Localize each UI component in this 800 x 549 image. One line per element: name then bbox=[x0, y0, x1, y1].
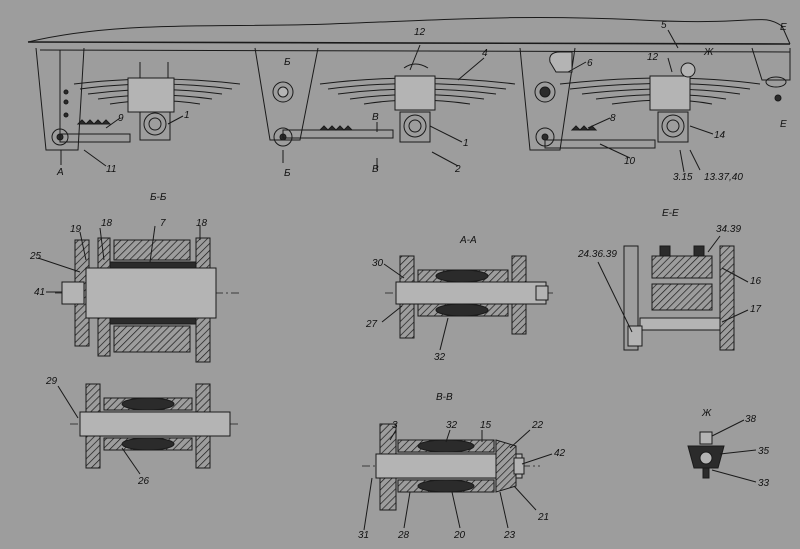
cut-mark-b-top: Б bbox=[284, 57, 291, 68]
cut-mark-e-bottom: Е bbox=[780, 119, 787, 130]
label-6: 6 bbox=[587, 58, 593, 69]
vv-label-15: 15 bbox=[480, 420, 492, 431]
bracket-mid-right bbox=[519, 47, 576, 151]
bb-label-25: 25 bbox=[29, 251, 42, 262]
zh-label-35: 35 bbox=[758, 446, 770, 457]
bb-label-18-right: 18 bbox=[196, 218, 208, 229]
cut-mark-v-top: В bbox=[372, 112, 379, 123]
leaf-spring-center bbox=[319, 63, 516, 143]
zh-label-38: 38 bbox=[745, 414, 757, 425]
cut-mark-e-top: Е bbox=[780, 22, 787, 33]
ee-label-24-36-39: 24.36.39 bbox=[577, 249, 617, 260]
ee-label-34-39: 34.39 bbox=[716, 224, 741, 235]
vv-label-23: 23 bbox=[503, 530, 516, 541]
leaf-spring-right bbox=[559, 62, 761, 143]
ee-upper-block bbox=[651, 255, 713, 279]
leaf-spring-left bbox=[73, 62, 241, 141]
ll-label-29: 29 bbox=[45, 376, 58, 387]
section-ee-title: Е-Е bbox=[662, 208, 679, 219]
label-2: 2 bbox=[454, 164, 461, 175]
cut-mark-b-bottom: Б bbox=[284, 168, 291, 179]
vv-label-3: 3 bbox=[392, 420, 398, 431]
ee-label-17: 17 bbox=[750, 304, 762, 315]
main-callout-labels: 12 4 5 6 12 9 1 1 8 14 2 10 11 3.15 13.3… bbox=[56, 20, 787, 183]
label-1-center: 1 bbox=[463, 138, 469, 149]
bb-axle bbox=[85, 267, 217, 319]
ll-pin bbox=[79, 411, 231, 437]
zh-bolt-head bbox=[699, 431, 713, 445]
frame-top-edge bbox=[27, 41, 791, 45]
section-bb: Б-Б 19 18 7 18 25 41 bbox=[29, 192, 240, 363]
label-13-37-40: 13.37,40 bbox=[704, 172, 743, 183]
vv-label-21: 21 bbox=[537, 512, 549, 523]
frame-lower-edge bbox=[39, 49, 791, 53]
bb-label-19: 19 bbox=[70, 224, 82, 235]
aa-label-27: 27 bbox=[365, 319, 378, 330]
bb-label-7: 7 bbox=[160, 218, 166, 229]
main-side-view: 12 4 5 6 12 9 1 1 8 14 2 10 11 3.15 13.3… bbox=[27, 16, 791, 183]
cut-mark-v-bottom: В bbox=[372, 164, 379, 175]
label-4: 4 bbox=[482, 48, 488, 59]
view-zh-title: Ж bbox=[701, 408, 712, 419]
ee-left-wall bbox=[623, 245, 639, 351]
vv-label-20: 20 bbox=[453, 530, 466, 541]
bracket-left bbox=[35, 47, 85, 151]
vv-end-cap bbox=[495, 439, 517, 493]
label-12: 12 bbox=[414, 27, 426, 38]
aa-pin bbox=[395, 281, 547, 305]
vv-label-28: 28 bbox=[397, 530, 410, 541]
frame-break-line bbox=[27, 16, 791, 45]
bb-lower-bushing bbox=[113, 325, 191, 353]
label-10: 10 bbox=[624, 156, 636, 167]
ee-right-wall bbox=[719, 245, 735, 351]
cut-mark-zh: Ж bbox=[703, 47, 714, 58]
section-vv: В-В 3 32 15 22 42 21 31 28 20 23 bbox=[358, 392, 566, 541]
section-vv-title: В-В bbox=[436, 392, 453, 403]
main-leaders bbox=[60, 29, 714, 173]
ll-label-26: 26 bbox=[137, 476, 150, 487]
label-3-15: 3.15 bbox=[673, 172, 693, 183]
ee-lower-block bbox=[651, 283, 713, 311]
label-14: 14 bbox=[714, 130, 726, 141]
vv-label-22: 22 bbox=[531, 420, 544, 431]
label-9: 9 bbox=[118, 113, 124, 124]
label-11: 11 bbox=[106, 164, 116, 175]
ee-label-16: 16 bbox=[750, 276, 762, 287]
label-5: 5 bbox=[661, 20, 667, 31]
aa-label-32: 32 bbox=[434, 352, 446, 363]
section-bb-title: Б-Б bbox=[150, 192, 167, 203]
bb-label-18: 18 bbox=[101, 218, 113, 229]
vv-label-32: 32 bbox=[446, 420, 458, 431]
section-lower-left: 29 26 bbox=[45, 376, 240, 487]
vv-label-31: 31 bbox=[358, 530, 369, 541]
section-aa-title: А-А bbox=[459, 235, 477, 246]
reaction-rods bbox=[59, 119, 656, 149]
section-ee: Е-Е 34.39 24.36.39 16 17 bbox=[577, 208, 762, 351]
bb-nut bbox=[61, 281, 85, 305]
zh-label-33: 33 bbox=[758, 478, 770, 489]
label-1-left: 1 bbox=[184, 110, 190, 121]
vv-label-42: 42 bbox=[554, 448, 566, 459]
view-zh: Ж 38 35 33 bbox=[687, 408, 770, 489]
bracket-right bbox=[751, 47, 791, 102]
section-aa: А-А 30 27 32 bbox=[365, 235, 555, 363]
bb-label-41: 41 bbox=[34, 287, 45, 298]
label-8: 8 bbox=[610, 113, 616, 124]
cut-mark-a: А bbox=[56, 167, 64, 178]
label-12-right: 12 bbox=[647, 52, 659, 63]
ee-rod bbox=[639, 317, 721, 331]
aa-label-30: 30 bbox=[372, 258, 384, 269]
